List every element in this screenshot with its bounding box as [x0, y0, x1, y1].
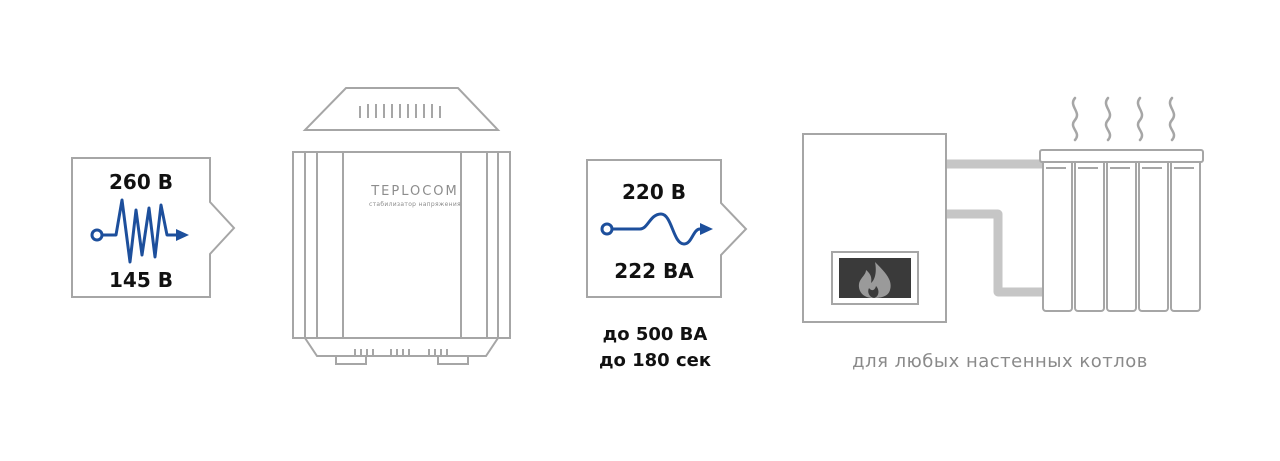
radiator — [1039, 149, 1204, 312]
unstable-wave-icon — [90, 198, 189, 264]
output-voltage: 220 В — [622, 180, 686, 204]
flame-icon — [858, 262, 891, 298]
peak-specs: до 500 ВА до 180 сек — [560, 322, 750, 374]
stabilizer-device — [292, 87, 511, 365]
right-foot — [437, 355, 469, 365]
input-max-voltage: 260 В — [109, 170, 173, 194]
top-vents — [359, 104, 441, 118]
output-power: 222 ВА — [614, 259, 694, 283]
stabilizer-brand: TEPLOCOM — [371, 184, 459, 199]
peak-duration: до 180 сек — [598, 350, 712, 371]
bottom-vents — [354, 349, 448, 355]
output-voltage-panel — [586, 159, 748, 298]
stable-wave-icon — [600, 212, 713, 246]
stabilizer-subtitle: стабилизатор напряжения — [369, 201, 461, 208]
left-foot — [335, 355, 367, 365]
input-voltage-panel — [71, 157, 236, 298]
heating-pipes — [946, 159, 1044, 297]
input-min-voltage: 145 В — [109, 268, 173, 292]
heat-waves-icon — [1071, 96, 1176, 142]
wall-boiler — [802, 133, 947, 323]
peak-power: до 500 ВА — [602, 324, 708, 345]
boiler-caption: для любых настенных котлов — [852, 351, 1148, 372]
